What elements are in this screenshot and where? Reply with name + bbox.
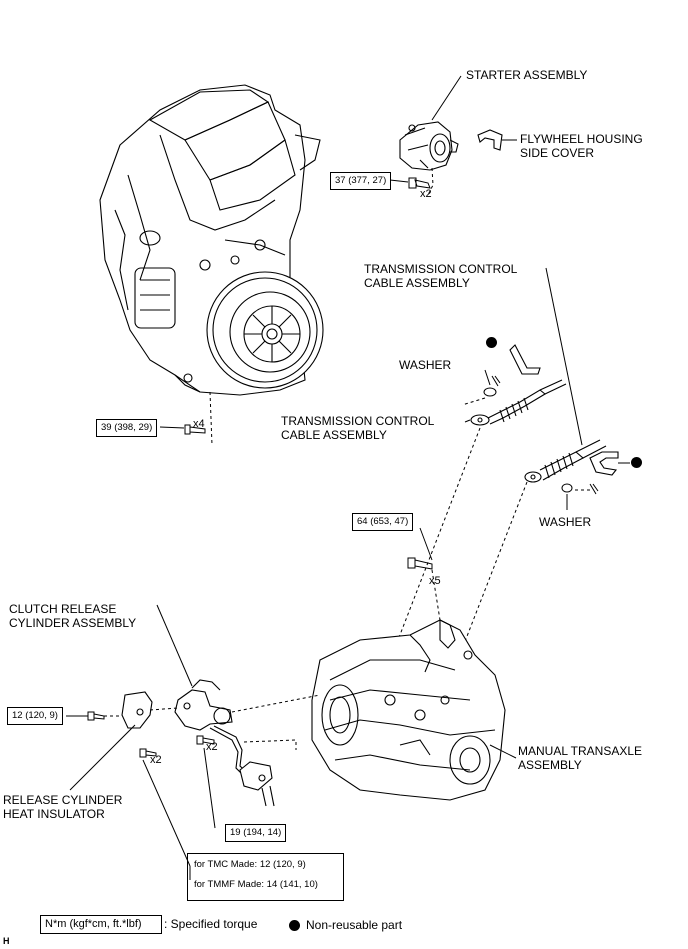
heat-insulator-label-line1: RELEASE CYLINDER [3,793,123,807]
transaxle-torque-leader [419,527,433,561]
transaxle-label-line2: ASSEMBLY [518,758,582,772]
tcc-lower-label-line2: CABLE ASSEMBLY [281,428,387,442]
legend-specified-torque: : Specified torque [164,917,258,931]
non-reusable-mark-lower [631,457,642,468]
tcc-upper-label-line2: CABLE ASSEMBLY [364,276,470,290]
heat-insulator-torque-box: 12 (120, 9) [7,707,63,725]
lower-clip-drawing [589,451,619,476]
flywheel-cover-drawing [477,129,503,151]
engine-torque-leader [159,426,185,429]
legend-non-reusable: Non-reusable part [306,918,403,932]
non-reusable-mark-upper [486,337,497,348]
transaxle-label-line1: MANUAL TRANSAXLE [518,744,643,758]
lower-bolt-drawing [139,748,157,758]
clutch-cylinder-drawing [174,679,233,731]
tmc-made-torque: for TMC Made: 12 (120, 9) [194,859,306,870]
clutch-line-drawing [209,725,275,807]
upper-washer-drawing [483,375,501,397]
clutch-line-bolt-drawing [196,735,215,745]
transaxle-torque-box: 64 (653, 47) [352,513,414,531]
heat-insulator-bolt-qty: x2 [150,754,162,766]
lower-cable-drawing [524,439,607,483]
engine-torque-box: 39 (398, 29) [96,419,158,437]
heat-insulator-leader [69,724,136,791]
engine-bolt-drawing [184,424,206,435]
legend-non-reusable-dot [289,920,300,931]
legend-unit-box: N*m (kgf*cm, ft.*lbf) [40,915,162,934]
starter-bolt-qty: x2 [420,188,432,200]
starter-torque-leader [389,179,409,183]
clutch-label-line2: CYLINDER ASSEMBLY [9,616,137,630]
washer-upper-label: WASHER [399,358,452,372]
starter-bolt-drawing [408,177,431,189]
clutch-line-bolt-qty: x2 [206,741,218,753]
starter-torque-box: 37 (377, 27) [330,172,392,190]
starter-leader [431,75,462,121]
tcc-lower-label-line1: TRANSMISSION CONTROL [281,414,435,428]
heat-insulator-label-line2: HEAT INSULATOR [3,807,105,821]
transaxle-bolt-qty: x5 [429,575,441,587]
upper-cable-drawing [470,379,567,426]
tmmf-made-torque: for TMMF Made: 14 (141, 10) [194,879,318,890]
flywheel-cover-label-line1: FLYWHEEL HOUSING [520,132,643,146]
transaxle-bolt-drawing [407,557,433,570]
lower-tcc-leader [464,419,471,423]
upper-tcc-leader [545,267,583,446]
clutch-leader [156,604,193,687]
starter-assembly-label: STARTER ASSEMBLY [466,68,588,82]
corner-letter: H [3,936,10,946]
starter-assembly-drawing [399,121,459,171]
clutch-line-torque-box: 19 (194, 14) [225,824,287,842]
made-torque-box: for TMC Made: 12 (120, 9) for TMMF Made:… [187,853,344,901]
lower-washer-drawing [561,483,599,495]
upper-washer-leader [484,369,491,386]
lower-bolt-leader [142,759,191,880]
engine-bolt-qty: x4 [193,418,205,430]
heat-insulator-drawing [121,691,153,729]
legend: N*m (kgf*cm, ft.*lbf) : Specified torque… [0,912,688,942]
heat-insulator-bolt-drawing [87,711,105,721]
clutch-line-torque-leader [203,747,216,829]
transaxle-drawing [311,619,506,801]
transaxle-leader [489,744,517,759]
tcc-upper-label-line1: TRANSMISSION CONTROL [364,262,518,276]
engine-assembly-drawing [99,84,324,396]
flywheel-cover-label-line2: SIDE COVER [520,146,595,160]
clutch-label-line1: CLUTCH RELEASE [9,602,117,616]
washer-lower-label: WASHER [539,515,592,529]
upper-clip-drawing [509,344,541,375]
